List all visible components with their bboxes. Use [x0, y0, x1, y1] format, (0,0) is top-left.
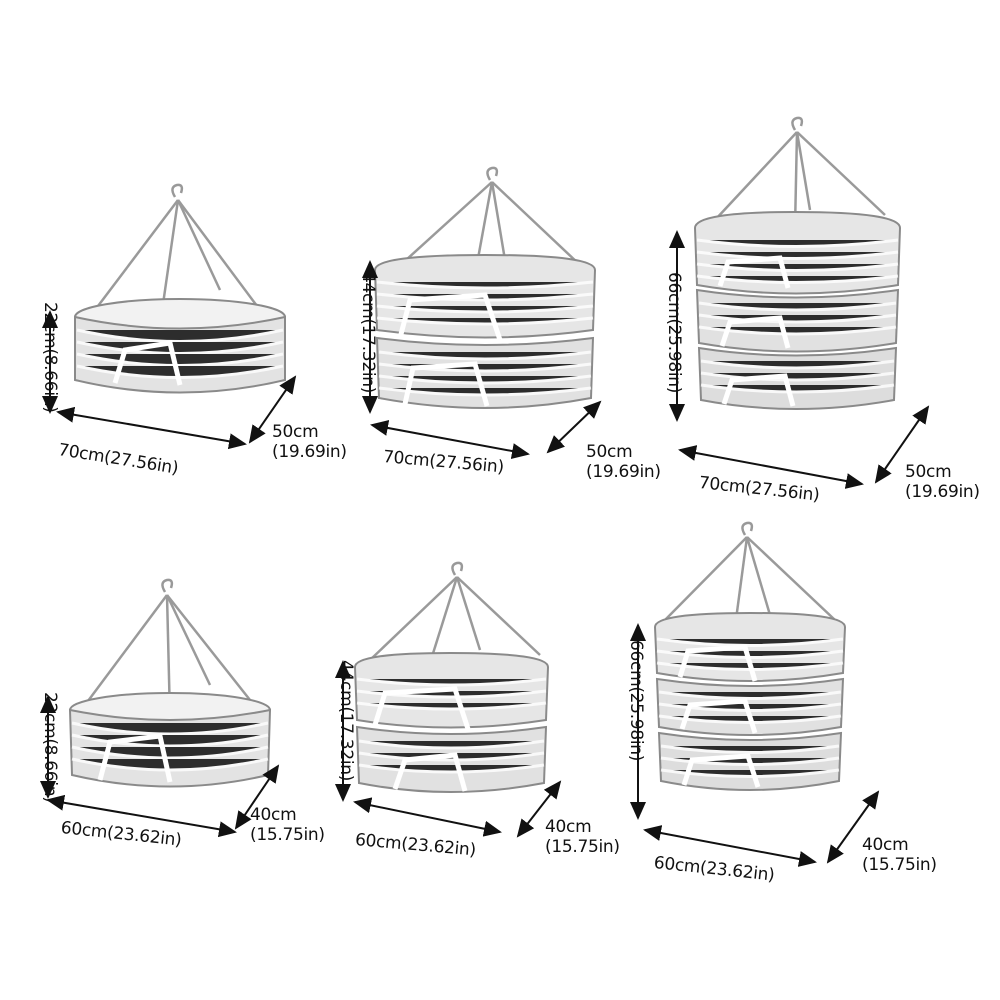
hanging-hook [486, 166, 499, 181]
depth-arrow-4 [234, 764, 280, 830]
rack-2-layer-70cm [373, 166, 597, 409]
width-arrow-1 [56, 406, 247, 450]
support-straps [369, 576, 541, 664]
mesh-layer-middle [655, 677, 845, 736]
mesh-layer-top [653, 611, 847, 682]
depth-cm-5: 40cm [545, 817, 592, 837]
depth-label-3: 50cm (19.69in) [905, 462, 980, 502]
mesh-layer-top [693, 210, 902, 295]
depth-in-2: (19.69in) [586, 462, 661, 482]
depth-label-1: 50cm (19.69in) [272, 422, 347, 462]
depth-arrow-6 [826, 790, 880, 864]
height-label-1: 22cm(8.66in) [40, 302, 60, 413]
mesh-layer-bottom [697, 346, 898, 410]
depth-in-5: (15.75in) [545, 837, 620, 857]
depth-cm-1: 50cm [272, 422, 319, 442]
mesh-layer-top [373, 253, 597, 341]
depth-in-3: (19.69in) [905, 482, 980, 502]
width-arrow-6 [643, 825, 817, 867]
depth-cm-2: 50cm [586, 442, 633, 462]
mesh-layer-bottom [657, 731, 843, 791]
rack-1-layer-60cm [68, 578, 272, 788]
depth-cm-6: 40cm [862, 835, 909, 855]
height-label-2: 44cm(17.32in) [358, 272, 378, 394]
width-arrow-4 [46, 794, 237, 838]
mesh-layer-bottom [375, 336, 595, 409]
depth-label-5: 40cm (15.75in) [545, 817, 620, 857]
rack-3-layer-70cm [693, 116, 902, 410]
rack-1-layer-70cm [74, 183, 286, 394]
hanging-hook [741, 521, 754, 536]
depth-arrow-3 [874, 405, 930, 484]
depth-in-6: (15.75in) [862, 855, 937, 875]
mesh-layer-bottom [355, 725, 548, 793]
height-label-5: 44cm(17.32in) [336, 660, 356, 782]
depth-label-6: 40cm (15.75in) [862, 835, 937, 875]
hanging-hook [171, 183, 184, 198]
width-arrow-3 [678, 445, 864, 489]
depth-label-4: 40cm (15.75in) [250, 805, 325, 845]
width-arrow-5 [353, 797, 502, 837]
depth-in-4: (15.75in) [250, 825, 325, 845]
width-arrow-2 [370, 420, 530, 459]
rack-2-layer-60cm [353, 561, 550, 793]
depth-arrow-1 [248, 375, 297, 444]
support-straps [664, 536, 836, 628]
height-label-4: 22cm(8.66in) [40, 692, 60, 803]
depth-arrow-2 [546, 400, 602, 454]
mesh-layer-middle [695, 288, 900, 353]
depth-cm-4: 40cm [250, 805, 297, 825]
depth-label-2: 50cm (19.69in) [586, 442, 661, 482]
hanging-hook [451, 561, 464, 576]
hanging-hook [161, 578, 174, 593]
depth-cm-3: 50cm [905, 462, 952, 482]
depth-arrow-5 [516, 780, 562, 838]
mesh-layer [74, 298, 286, 394]
mesh-layer [68, 692, 272, 788]
hanging-hook [791, 116, 804, 131]
mesh-layer-top [353, 651, 550, 730]
height-label-3: 66cm(25.98in) [664, 272, 684, 394]
height-label-6: 66cm(25.98in) [626, 640, 646, 762]
rack-3-layer-60cm [653, 521, 847, 791]
depth-in-1: (19.69in) [272, 442, 347, 462]
